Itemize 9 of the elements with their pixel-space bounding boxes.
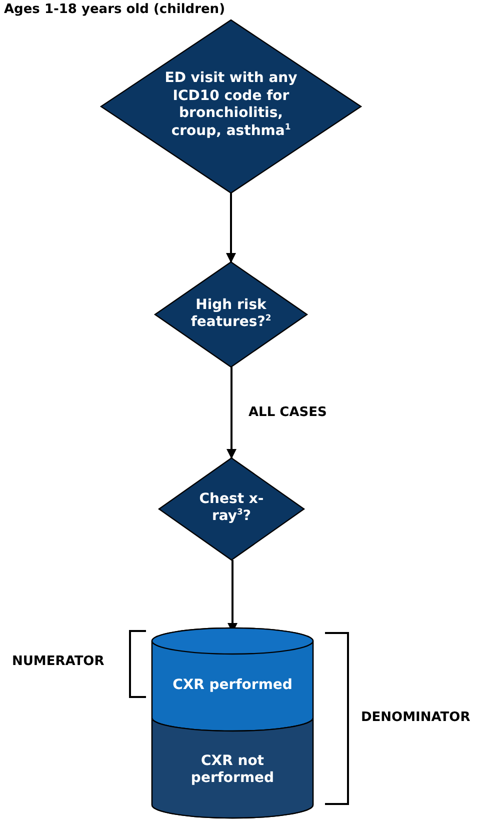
bracket-label: DENOMINATOR [361,710,470,725]
decision-text: High risk features?$^{2}$ [190,296,272,332]
section-label: CXR not performed [190,752,276,788]
section-label: CXR performed [172,677,292,695]
decision-text: ED visit with any ICD10 code for bronchiolitis, croup, asthma$^{1}$ [164,70,298,140]
bracket-label: NUMERATOR [12,654,104,669]
decision-text: Chest x-ray$^{3}$? [198,490,265,526]
edge-label: ALL CASES [248,404,327,420]
title: Ages 1-18 years old (children) [4,2,226,17]
